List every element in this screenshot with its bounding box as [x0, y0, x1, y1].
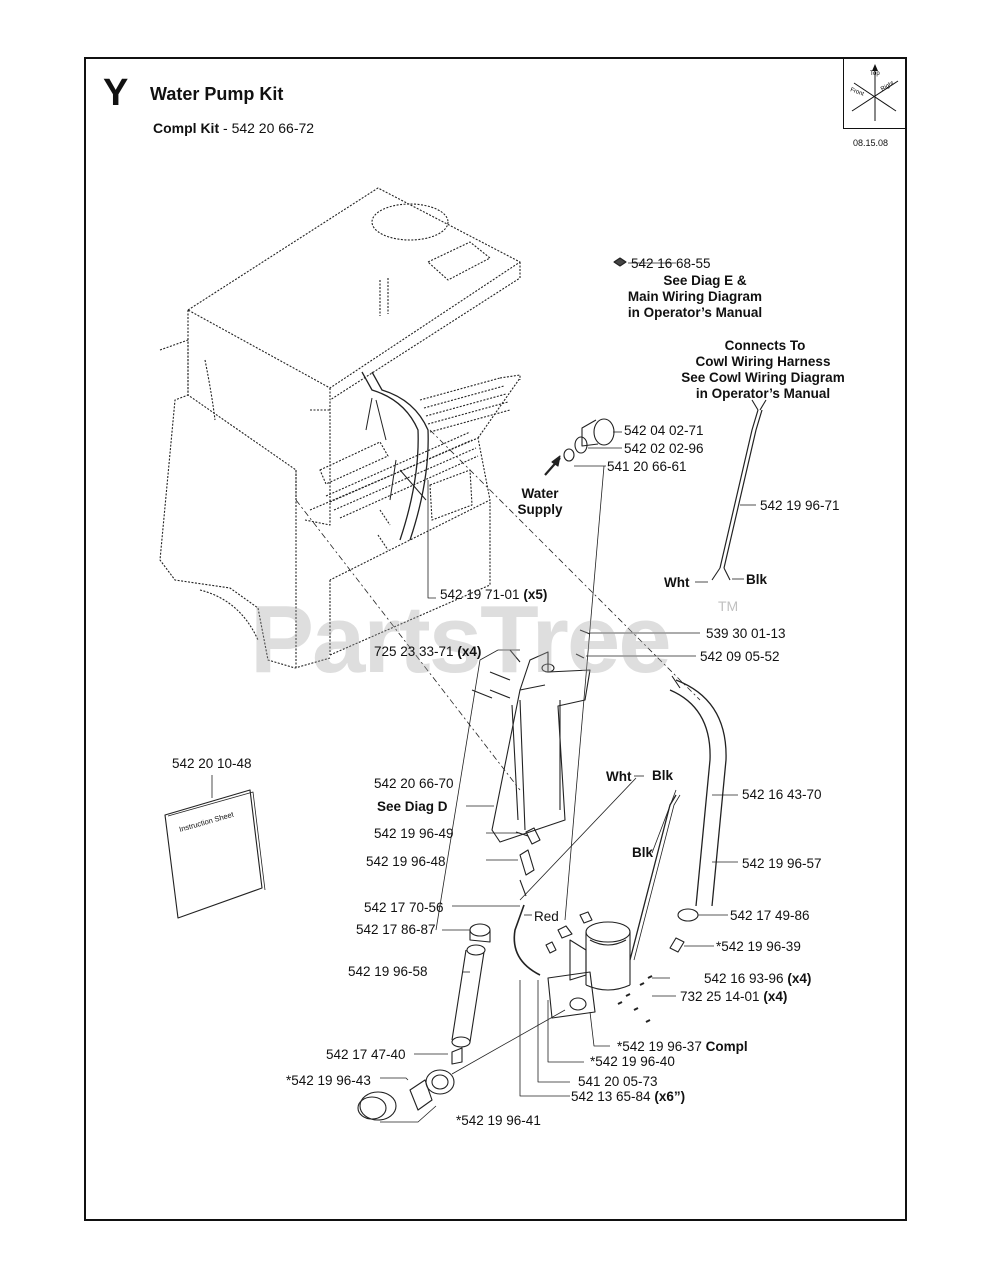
callout-542-16-43-70[interactable]: 542 16 43-70: [742, 787, 822, 802]
callout-542-20-66-70[interactable]: 542 20 66-70: [374, 776, 454, 791]
callout-542-16-68-55[interactable]: 542 16 68-55: [631, 256, 711, 271]
wire-color-blk-2: Blk: [652, 768, 674, 783]
bolts-drawing: [471, 629, 591, 837]
compl-kit-text: Compl Kit: [153, 120, 220, 136]
page-title: Water Pump Kit: [150, 84, 284, 104]
part-number: 732 25 14-01: [680, 989, 760, 1004]
callout-542-20-10-48[interactable]: 542 20 10-48: [172, 756, 252, 771]
callout-see-cowl-wiring-diagram: See Cowl Wiring Diagram: [681, 370, 845, 385]
callout-542-04-02-71[interactable]: 542 04 02-71: [624, 423, 704, 438]
revision-date: 08.15.08: [853, 138, 889, 148]
callout-connects-to: Connects To: [724, 338, 806, 353]
connector-drawing: [613, 257, 627, 267]
watermark-text: PartsTree: [250, 586, 672, 693]
wire-color-red: Red: [534, 909, 559, 924]
callout-539-30-01-13[interactable]: 539 30 01-13: [706, 626, 786, 641]
pump-connector-chain-drawing: [452, 827, 541, 976]
wire-color-blk-3: Blk: [632, 845, 654, 860]
callout-main-wiring-diagram: Main Wiring Diagram: [627, 289, 763, 304]
water-pump-drawing: [545, 911, 631, 1019]
orientation-box: Top Front Right: [843, 59, 905, 129]
page-border: [84, 57, 907, 1221]
complete-kit-label: Compl Kit - 542 20 66-72: [153, 120, 314, 136]
callout-542-02-02-96[interactable]: 542 02 02-96: [624, 441, 704, 456]
callout-542-19-96-48[interactable]: 542 19 96-48: [366, 854, 446, 869]
part-number: 542 16 93-96: [704, 971, 784, 986]
orient-top-label: Top: [870, 71, 880, 77]
callout-542-17-49-86[interactable]: 542 17 49-86: [730, 908, 810, 923]
callout-541-20-05-73[interactable]: 541 20 05-73: [578, 1074, 658, 1089]
instruction-sheet-drawing: Instruction Sheet: [164, 775, 266, 919]
compl-label: Compl: [705, 1039, 748, 1054]
part-number: 542 19 71-01: [440, 587, 520, 602]
left-hose-drawing: [357, 649, 566, 1123]
compl-kit-separator: -: [219, 120, 232, 136]
part-number: 725 23 33-71: [374, 644, 454, 659]
callout-542-19-96-58[interactable]: 542 19 96-58: [348, 964, 428, 979]
callout-542-09-05-52[interactable]: 542 09 05-52: [700, 649, 780, 664]
callout-542-19-96-41[interactable]: *542 19 96-41: [456, 1113, 541, 1128]
callout-542-17-86-87[interactable]: 542 17 86-87: [356, 922, 436, 937]
quantity: (x4): [457, 644, 482, 659]
part-number: *542 19 96-37: [617, 1039, 702, 1054]
callout-542-19-96-40[interactable]: *542 19 96-40: [590, 1054, 675, 1069]
quantity: (x5): [523, 587, 548, 602]
callout-542-19-96-43[interactable]: *542 19 96-43: [286, 1073, 371, 1088]
callout-542-19-96-37-compl[interactable]: *542 19 96-37 Compl: [617, 1039, 748, 1055]
quantity: (x4): [763, 989, 788, 1004]
callout-542-19-96-71[interactable]: 542 19 96-71: [760, 498, 840, 513]
callout-542-13-65-84[interactable]: 542 13 65-84 (x6”): [571, 1089, 685, 1105]
part-number: 542 13 65-84: [571, 1089, 651, 1104]
orientation-compass-icon: Top Front Right: [849, 64, 899, 121]
callout-732-25-14-01[interactable]: 732 25 14-01 (x4): [680, 989, 787, 1005]
callout-in-operators-manual: in Operator’s Manual: [627, 305, 763, 320]
callout-supply: Supply: [517, 502, 563, 517]
callout-542-19-71-01[interactable]: 542 19 71-01 (x5): [440, 587, 547, 603]
hose-in-cowl-drawing: [361, 371, 419, 541]
section-letter: Y: [103, 72, 129, 114]
callout-cowl-wiring-harness: Cowl Wiring Harness: [695, 354, 831, 369]
callout-in-operators-manual-2: in Operator’s Manual: [695, 386, 831, 401]
callout-542-17-70-56[interactable]: 542 17 70-56: [364, 900, 444, 915]
watermark-trademark: TM: [718, 598, 739, 614]
callout-see-diag-e: See Diag E &: [663, 273, 747, 288]
cowl-housing-drawing: [159, 187, 521, 669]
water-supply-fitting-drawing: [544, 418, 622, 921]
right-hose-drawing: [669, 675, 738, 953]
callout-542-19-96-49[interactable]: 542 19 96-49: [374, 826, 454, 841]
callout-542-17-47-40[interactable]: 542 17 47-40: [326, 1047, 406, 1062]
orient-front-label: Front: [849, 87, 865, 98]
wire-color-wht-1: Wht: [664, 575, 690, 590]
callout-water: Water: [521, 486, 559, 501]
wire-color-blk-1: Blk: [746, 572, 768, 587]
callout-see-diag-d: See Diag D: [377, 799, 448, 814]
compl-kit-part-number[interactable]: 542 20 66-72: [231, 120, 315, 136]
quantity: (x6”): [654, 1089, 686, 1104]
callout-541-20-66-61[interactable]: 541 20 66-61: [607, 459, 687, 474]
callout-725-23-33-71[interactable]: 725 23 33-71 (x4): [374, 644, 481, 660]
mounting-bracket-drawing: [491, 651, 591, 843]
wire-color-wht-2: Wht: [606, 769, 632, 784]
callout-542-19-96-39[interactable]: *542 19 96-39: [716, 939, 801, 954]
wire-harness-drawing: [695, 399, 767, 583]
quantity: (x4): [787, 971, 812, 986]
callout-542-16-93-96[interactable]: 542 16 93-96 (x4): [704, 971, 811, 987]
callout-542-19-96-57[interactable]: 542 19 96-57: [742, 856, 822, 871]
